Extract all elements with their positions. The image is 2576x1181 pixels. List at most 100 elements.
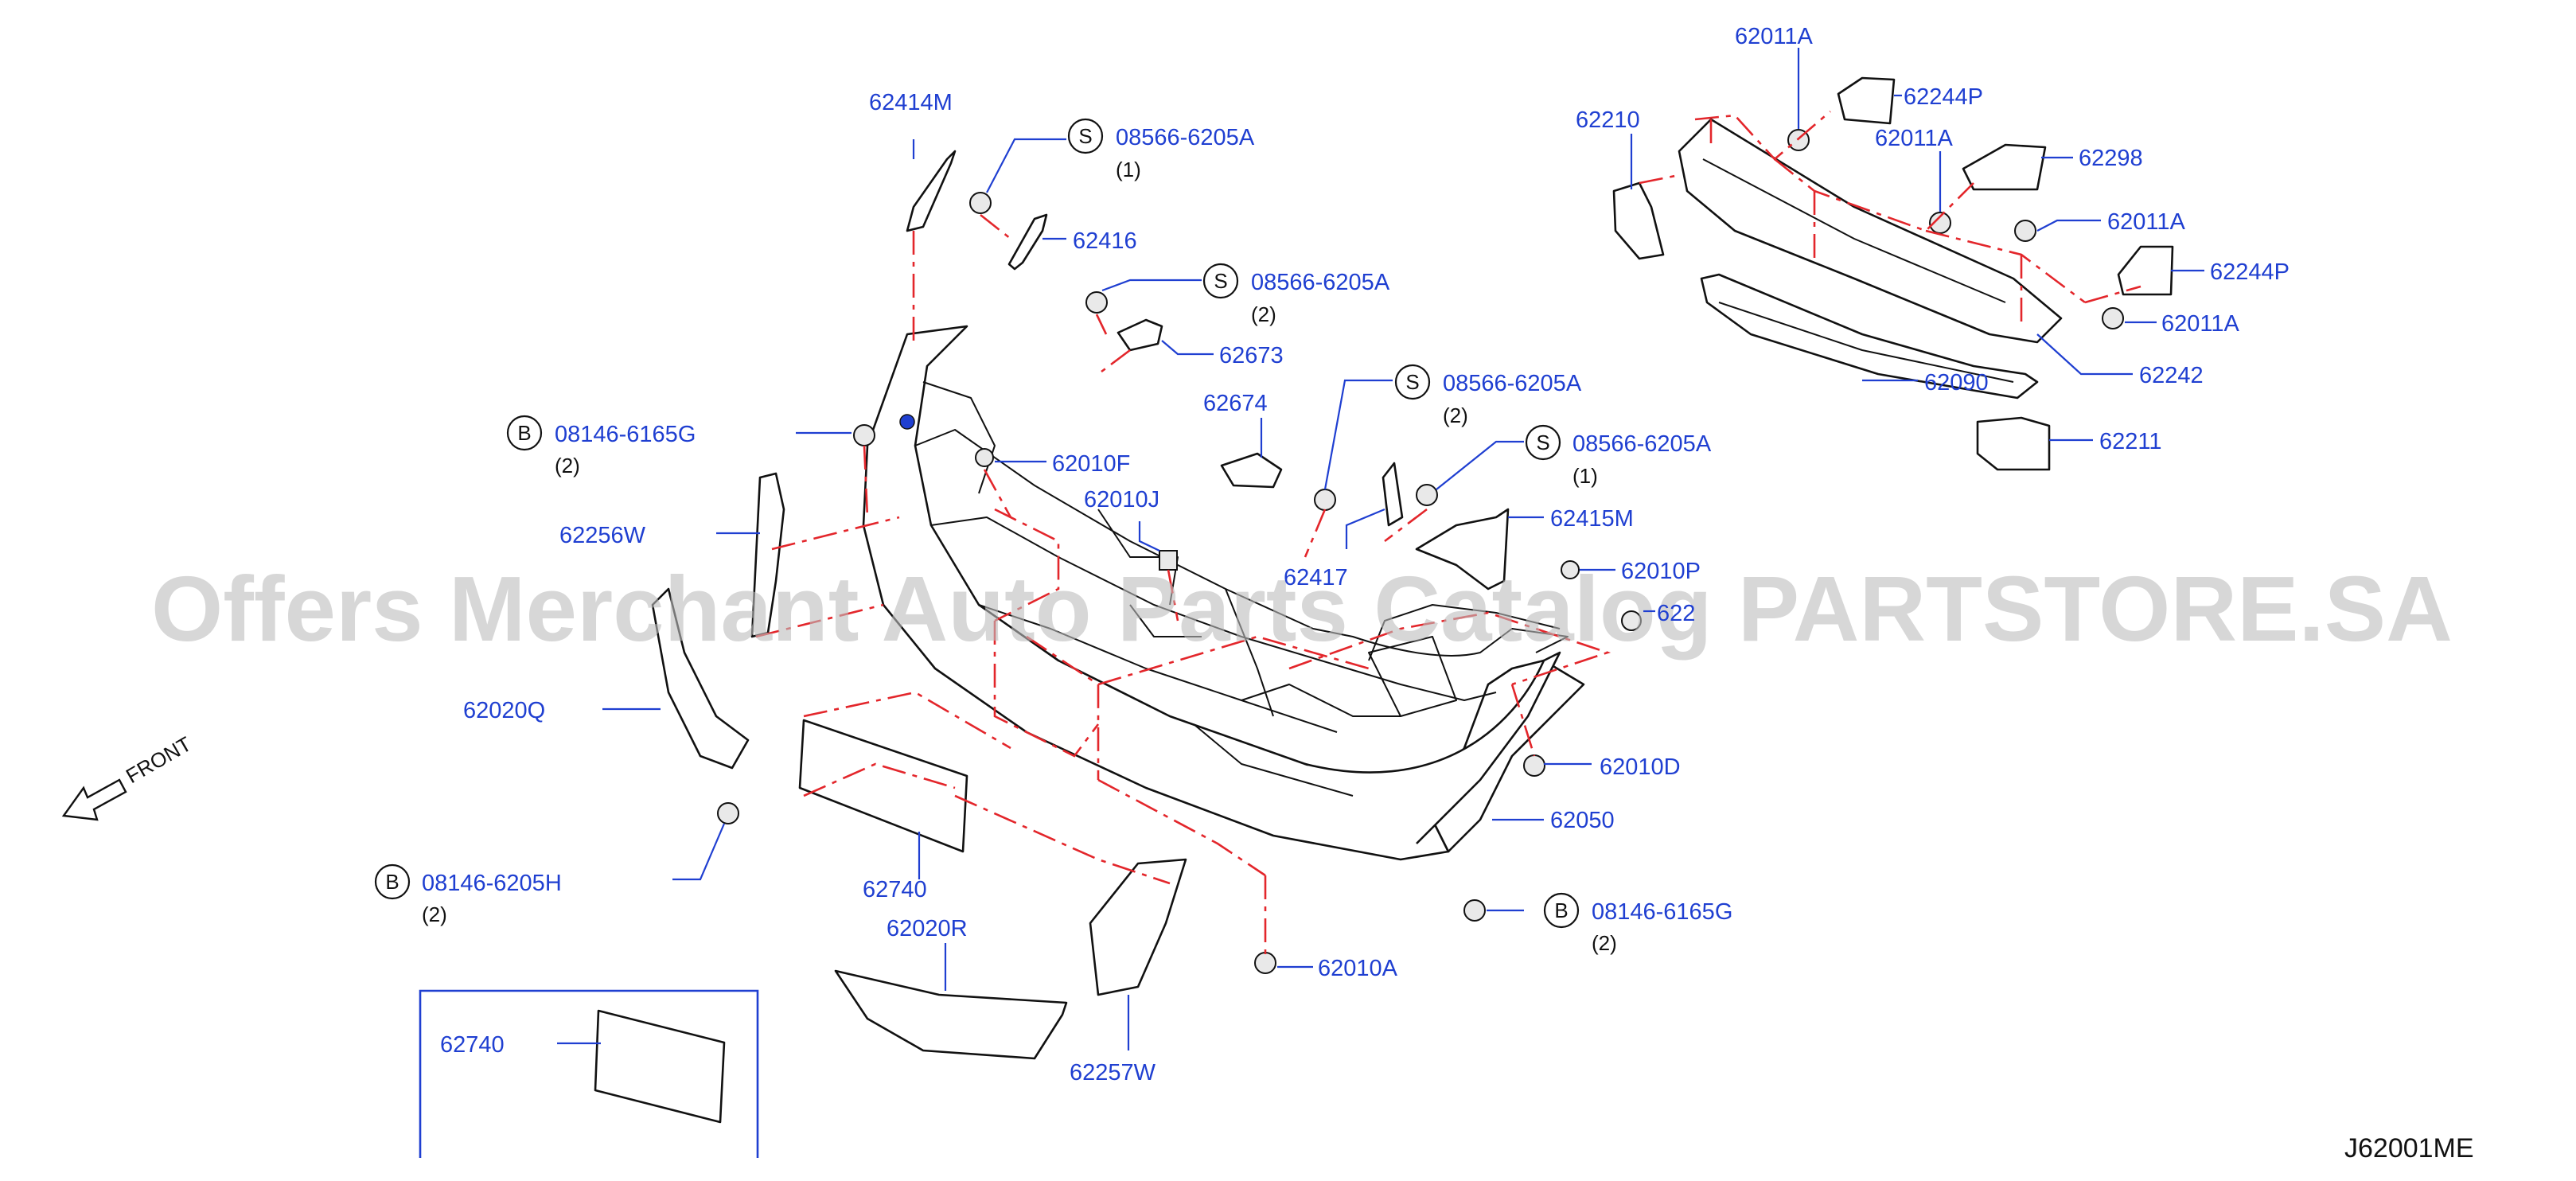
callout-08566-6205A-2[interactable]: S 08566-6205A (2) bbox=[1101, 263, 1390, 326]
callout-62211[interactable]: 62211 bbox=[2049, 429, 2162, 454]
symbol-b-icon bbox=[1543, 892, 1580, 929]
callout-622-partial[interactable]: 622 bbox=[1643, 601, 1695, 626]
bracket-62673-drawing bbox=[1117, 318, 1163, 352]
callout-08146-6165G-2[interactable]: B 08146-6165G (2) bbox=[1487, 892, 1732, 955]
symbol-letter: B bbox=[517, 421, 531, 445]
part-number: 62244P bbox=[1904, 84, 1983, 110]
part-number: 62011A bbox=[2107, 209, 2185, 235]
bumper-fascia-drawing bbox=[862, 325, 1585, 861]
part-number: 62417 bbox=[1284, 565, 1348, 590]
callout-62011A-1[interactable]: 62011A bbox=[1735, 24, 1813, 129]
symbol-b-icon bbox=[374, 863, 411, 900]
fasteners-drawing bbox=[717, 129, 2124, 974]
callout-62010J[interactable]: 62010J bbox=[1084, 487, 1160, 552]
symbol-s-icon bbox=[1525, 424, 1561, 461]
part-number: 62010P bbox=[1621, 559, 1701, 584]
callout-62414M[interactable]: 62414M bbox=[869, 90, 953, 159]
part-number: 08146-6205H bbox=[422, 871, 562, 896]
callout-62011A-2[interactable]: 62011A bbox=[1875, 126, 1953, 212]
front-label: FRONT bbox=[122, 731, 196, 788]
part-number: 62050 bbox=[1550, 808, 1615, 833]
part-number: 08566-6205A bbox=[1116, 125, 1255, 150]
part-number: 08566-6205A bbox=[1251, 270, 1390, 295]
callout-08566-6205A-3[interactable]: S 08566-6205A (2) bbox=[1323, 364, 1582, 490]
part-number: 62415M bbox=[1550, 506, 1634, 532]
absorber-62090-drawing bbox=[1700, 273, 2039, 400]
part-number: 62011A bbox=[1875, 126, 1953, 151]
bracket-62415M-drawing bbox=[1415, 508, 1510, 590]
callout-62740[interactable]: 62740 bbox=[863, 832, 927, 902]
callout-62010A[interactable]: 62010A bbox=[1277, 956, 1398, 981]
bracket-62417-drawing bbox=[1382, 462, 1404, 527]
callout-62416[interactable]: 62416 bbox=[1042, 228, 1137, 254]
callout-62010D[interactable]: 62010D bbox=[1544, 754, 1681, 780]
part-number: 62740 bbox=[440, 1032, 505, 1058]
callout-62090[interactable]: 62090 bbox=[1862, 370, 1989, 396]
part-number: 62020R bbox=[887, 916, 968, 941]
symbol-letter: B bbox=[1554, 898, 1568, 922]
watermark: Offers Merchant Auto Parts Catalog PARTS… bbox=[151, 557, 2453, 661]
callout-62244P-2[interactable]: 62244P bbox=[2171, 259, 2290, 285]
quantity: (2) bbox=[1443, 403, 1468, 427]
symbol-letter: B bbox=[385, 870, 399, 894]
stay-62211-drawing bbox=[1976, 416, 2051, 471]
quantity: (1) bbox=[1572, 464, 1598, 488]
garnish-62020R-drawing bbox=[834, 969, 1068, 1060]
garnish-62020Q-drawing bbox=[651, 587, 750, 770]
symbol-s-icon bbox=[1202, 263, 1239, 299]
bracket-62244P-lower-drawing bbox=[2117, 245, 2174, 296]
part-number: 62244P bbox=[2210, 259, 2290, 285]
callout-62050[interactable]: 62050 bbox=[1492, 808, 1615, 833]
part-number: 62256W bbox=[559, 523, 646, 548]
callout-62674[interactable]: 62674 bbox=[1203, 391, 1268, 458]
symbol-letter: S bbox=[1536, 431, 1549, 454]
part-number: 62010F bbox=[1052, 451, 1130, 477]
symbol-b-icon bbox=[506, 415, 543, 451]
symbol-letter: S bbox=[1405, 370, 1419, 394]
part-drawings bbox=[594, 76, 2174, 1124]
symbol-letter: S bbox=[1078, 124, 1092, 148]
quantity: (1) bbox=[1116, 158, 1141, 181]
part-number: 62010A bbox=[1318, 956, 1398, 981]
part-number: 62010D bbox=[1600, 754, 1681, 780]
callout-62256W[interactable]: 62256W bbox=[559, 523, 760, 548]
callout-62011A-3[interactable]: 62011A bbox=[2036, 209, 2185, 235]
part-number: 62673 bbox=[1219, 343, 1284, 368]
callout-62210[interactable]: 62210 bbox=[1576, 107, 1640, 189]
callout-62242[interactable]: 62242 bbox=[2036, 333, 2204, 388]
callout-08146-6165G-1[interactable]: B 08146-6165G (2) bbox=[506, 415, 852, 477]
plate-bracket-62740-drawing bbox=[798, 719, 968, 853]
front-arrow: FRONT bbox=[61, 731, 196, 821]
part-number: 62011A bbox=[2161, 311, 2239, 337]
part-number: 622 bbox=[1657, 601, 1695, 626]
part-number: 62298 bbox=[2079, 146, 2143, 171]
callout-62244P-1[interactable]: 62244P bbox=[1894, 84, 1983, 110]
quantity: (2) bbox=[555, 454, 580, 477]
callout-62298[interactable]: 62298 bbox=[2041, 146, 2143, 171]
callout-62010P[interactable]: 62010P bbox=[1580, 559, 1701, 584]
part-number: 62257W bbox=[1070, 1060, 1156, 1086]
callout-62020Q[interactable]: 62020Q bbox=[463, 698, 661, 723]
callout-62415M[interactable]: 62415M bbox=[1508, 506, 1634, 532]
callout-62673[interactable]: 62673 bbox=[1161, 340, 1284, 368]
callout-62010F[interactable]: 62010F bbox=[995, 451, 1130, 477]
inset-frame bbox=[419, 989, 759, 1158]
callout-62020R[interactable]: 62020R bbox=[887, 916, 968, 991]
part-number: 62210 bbox=[1576, 107, 1640, 133]
callout-62011A-4[interactable]: 62011A bbox=[2125, 311, 2239, 337]
callout-08566-6205A-1[interactable]: S 08566-6205A (1) bbox=[986, 118, 1255, 193]
callout-08146-6205H[interactable]: B 08146-6205H (2) bbox=[374, 823, 726, 926]
part-number: 62010J bbox=[1084, 487, 1159, 513]
symbol-s-icon bbox=[1394, 364, 1431, 400]
callout-08566-6205A-4[interactable]: S 08566-6205A (1) bbox=[1436, 424, 1712, 490]
callout-62417[interactable]: 62417 bbox=[1284, 508, 1385, 590]
quantity: (2) bbox=[1592, 931, 1617, 955]
stay-62210-drawing bbox=[1612, 181, 1665, 260]
part-number: 62011A bbox=[1735, 24, 1813, 49]
callout-62740-inset[interactable]: 62740 bbox=[440, 1032, 601, 1058]
part-number: 62674 bbox=[1203, 391, 1268, 416]
clip-62416-drawing bbox=[1007, 213, 1048, 271]
callout-62257W[interactable]: 62257W bbox=[1070, 995, 1156, 1086]
bracket-62244P-upper-drawing bbox=[1837, 76, 1896, 125]
